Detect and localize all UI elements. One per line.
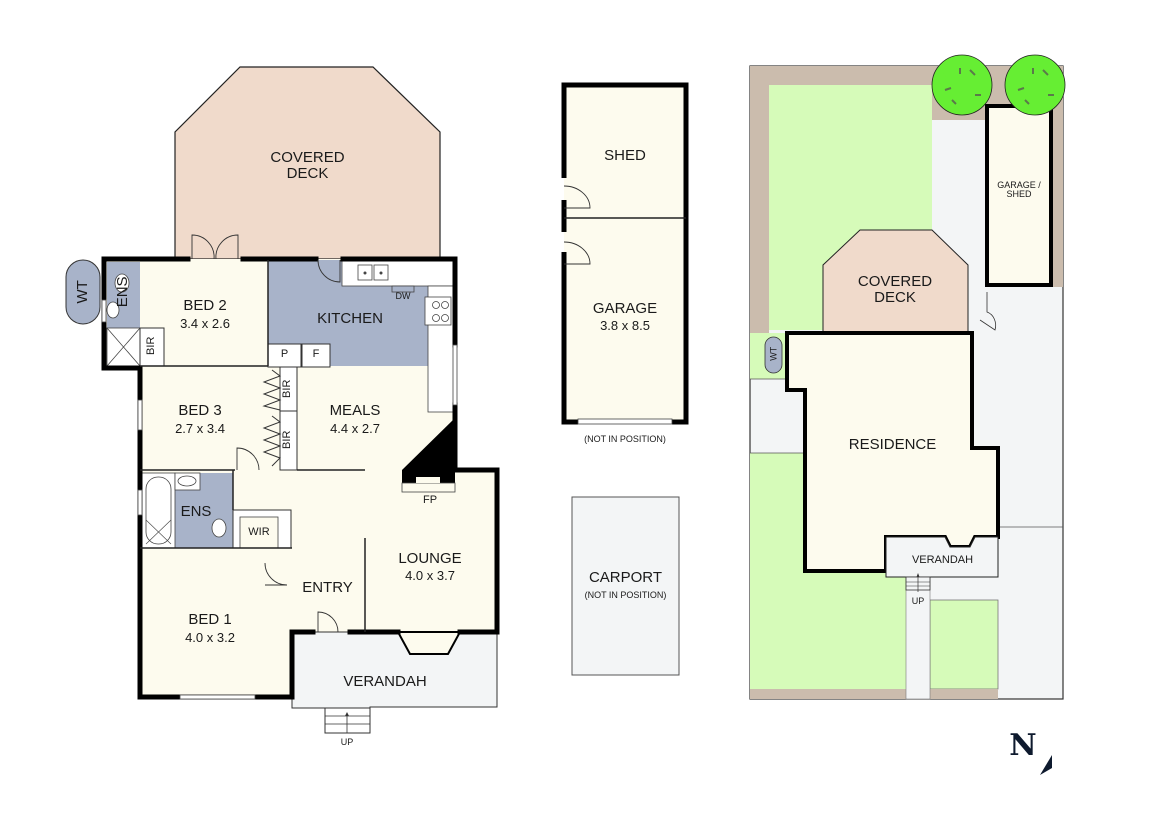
tree-icon	[1004, 54, 1066, 116]
verandah-label: VERANDAH	[343, 673, 427, 690]
site-up-label: UP	[911, 596, 925, 606]
ens-1-label: ENS	[114, 276, 132, 308]
water-tank	[65, 259, 101, 325]
kitchen-label: KITCHEN	[317, 310, 383, 327]
site-covered-deck-label: COVERED DECK	[857, 273, 933, 306]
compass-arrow-icon	[1040, 755, 1052, 775]
site-wt-label: WT	[768, 346, 779, 361]
bir-2-label: BIR	[281, 379, 294, 398]
entry-label: ENTRY	[302, 579, 353, 596]
site-residence-label: RESIDENCE	[848, 436, 937, 453]
carport-note: (NOT IN POSITION)	[584, 590, 667, 600]
covered-deck-label: COVERED DECK	[270, 149, 345, 182]
dw-label: DW	[395, 291, 411, 301]
site-garage-shed	[985, 104, 1053, 287]
wir-label: WIR	[248, 526, 270, 538]
verandah-area	[291, 631, 498, 709]
wt-label: WT	[74, 280, 92, 304]
carport-label: CARPORT	[588, 569, 663, 586]
fridge-label: F	[312, 348, 320, 360]
bed3-dims: 2.7 x 3.4	[175, 421, 225, 436]
bed3-label: BED 3	[178, 402, 222, 419]
bed1-label: BED 1	[188, 611, 232, 628]
tree-icon	[931, 54, 993, 116]
lawn-rear	[769, 85, 932, 230]
meals-label: MEALS	[329, 402, 381, 419]
bed1-dims: 4.0 x 3.2	[185, 630, 235, 645]
lounge-dims: 4.0 x 3.7	[405, 568, 455, 583]
site-garage-shed-label: GARAGE / SHED	[997, 180, 1041, 200]
garage-note: (NOT IN POSITION)	[584, 434, 666, 444]
shed-label: SHED	[604, 147, 646, 164]
carport-area	[571, 496, 680, 676]
bir-1-label: BIR	[145, 336, 158, 355]
lounge-label: LOUNGE	[398, 550, 462, 567]
pantry-label: P	[280, 348, 289, 360]
bed2-dims: 3.4 x 2.6	[180, 316, 230, 331]
garage-dims: 3.8 x 8.5	[600, 318, 650, 333]
fp-label: FP	[422, 494, 438, 506]
kitchen-area	[268, 260, 428, 366]
lawn-front-right	[929, 599, 999, 690]
shed-garage-area	[564, 85, 686, 422]
ens-2-label: ENS	[180, 503, 212, 520]
compass-north-label: N	[1009, 728, 1037, 763]
bir-3-label: BIR	[281, 430, 294, 449]
site-verandah-label: VERANDAH	[911, 554, 974, 566]
bed2-label: BED 2	[183, 297, 227, 314]
garage-label: GARAGE	[592, 300, 658, 317]
meals-dims: 4.4 x 2.7	[330, 421, 380, 436]
up-label: UP	[340, 737, 354, 747]
